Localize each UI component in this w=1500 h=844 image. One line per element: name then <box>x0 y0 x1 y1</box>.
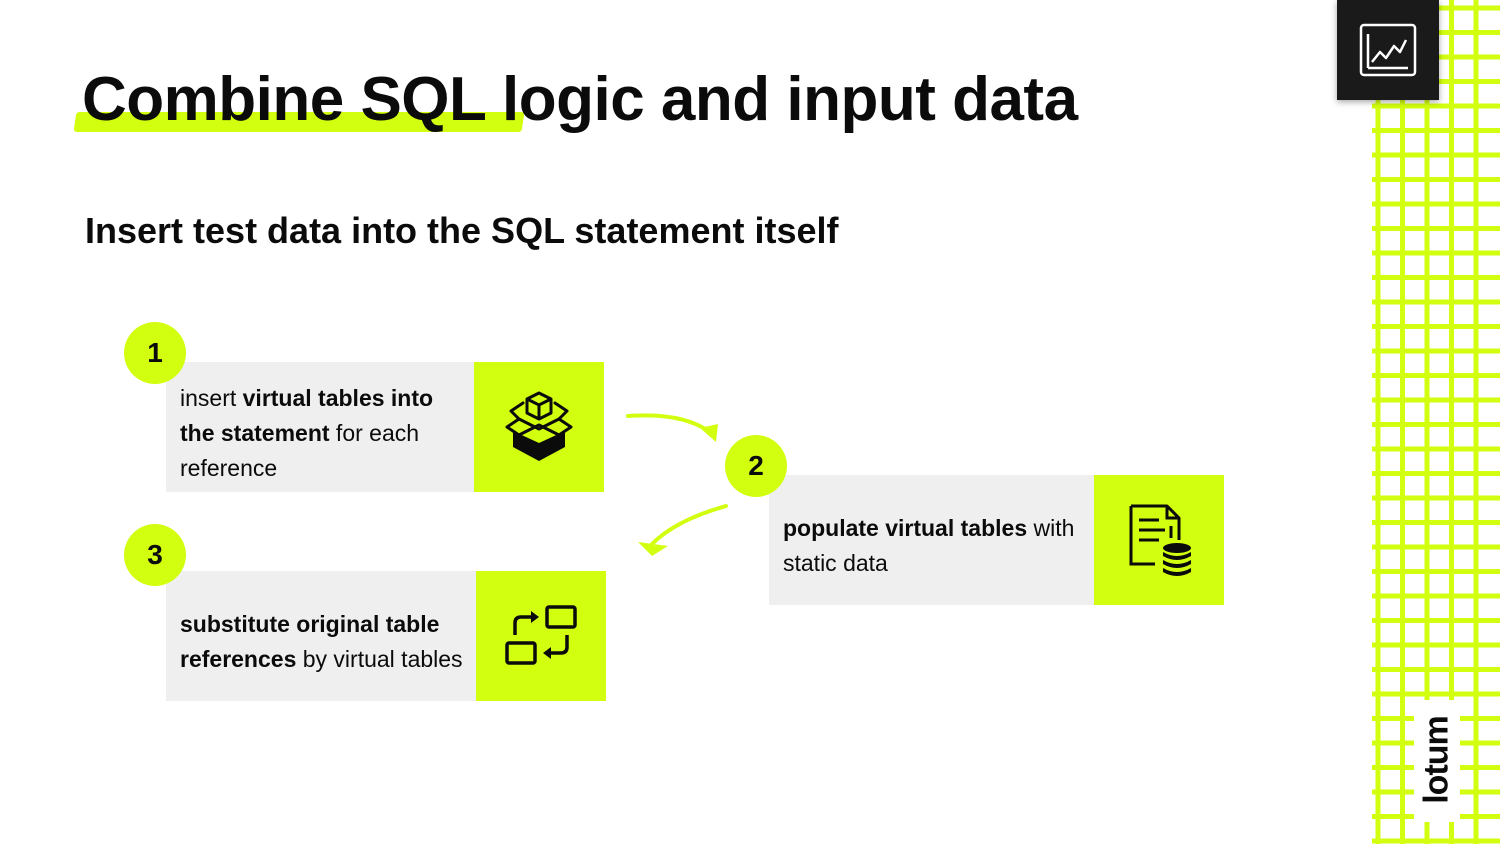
step-1-text-part-3: for each reference <box>180 419 420 481</box>
document-database-icon <box>1129 504 1191 576</box>
step-3-text-part-2: by virtual tables <box>296 646 463 672</box>
step-3-badge: 3 <box>124 524 186 586</box>
step-2-badge: 2 <box>725 435 787 497</box>
step-2-text-part-1: populate virtual tables <box>783 515 1028 541</box>
swap-windows-icon <box>505 605 577 665</box>
step-3-text-part-1: substitute original table references <box>180 611 440 672</box>
step-1-badge: 1 <box>124 322 186 384</box>
step-1-icon-box <box>474 362 604 492</box>
step-3-text: substitute original table references by … <box>166 571 476 701</box>
logo-box <box>1337 0 1439 100</box>
step-card-3: substitute original table references by … <box>166 571 606 701</box>
arrowhead-step3 <box>638 542 668 556</box>
step-2-icon-box <box>1094 475 1224 605</box>
step-card-2: populate virtual tables with static data <box>769 475 1224 605</box>
slide-subtitle: Insert test data into the SQL statement … <box>85 210 839 251</box>
arrow-step1-to-step2 <box>626 413 712 434</box>
step-1-text-part-2: virtual tables into the statement <box>180 384 434 446</box>
open-box-icon <box>505 391 573 461</box>
arrowhead-step2 <box>700 424 718 442</box>
step-2-text-part-2: with static data <box>783 515 1075 576</box>
slide-title: Combine SQL logic and input data <box>82 65 1078 134</box>
brand-backdrop <box>1414 700 1460 822</box>
step-card-1: insert virtual tables into the statement… <box>166 362 604 492</box>
step-1-text-part-1: insert <box>180 384 243 411</box>
brand-wordmark: lotum <box>1417 716 1456 804</box>
line-chart-icon <box>1359 23 1417 77</box>
step-3-icon-box <box>476 571 606 701</box>
arrow-step2-to-step3 <box>650 504 728 546</box>
step-1-text: insert virtual tables into the statement… <box>166 362 474 492</box>
step-2-text: populate virtual tables with static data <box>769 475 1094 605</box>
